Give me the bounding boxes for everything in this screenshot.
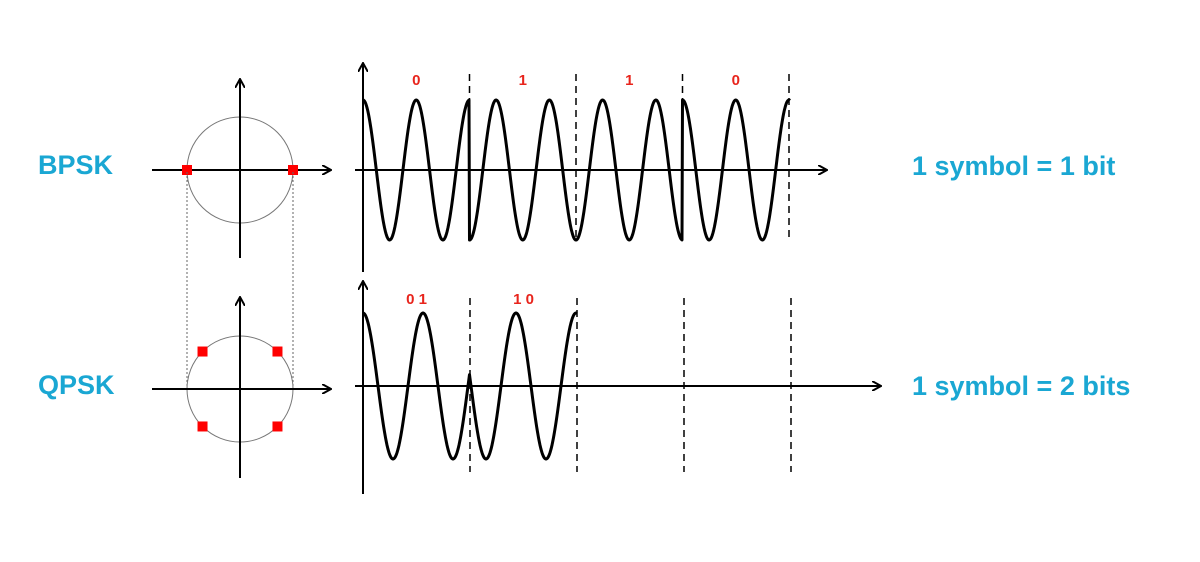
qpsk-constellation-point (272, 346, 283, 357)
qpsk-bit-label: 1 0 (513, 291, 534, 308)
bpsk-waveform (362, 98, 791, 242)
qpsk-description: 1 symbol = 2 bits (912, 371, 1131, 401)
qpsk-constellation-point (197, 346, 208, 357)
bpsk-description: 1 symbol = 1 bit (912, 151, 1116, 181)
bpsk-constellation-point (288, 165, 298, 175)
bpsk-bit-label: 1 (519, 72, 527, 89)
bpsk-label: BPSK (38, 150, 114, 180)
bpsk-constellation-point (182, 165, 192, 175)
qpsk-label: QPSK (38, 370, 115, 400)
qpsk-constellation (152, 298, 330, 478)
bpsk-waveform-plot: 0 1 1 0 (355, 64, 826, 272)
bpsk-bit-label: 1 (625, 72, 633, 89)
qpsk-constellation-point (272, 421, 283, 432)
bpsk-constellation (152, 80, 330, 258)
qpsk-waveform-plot: 0 1 1 0 (355, 282, 880, 494)
bpsk-bit-label: 0 (412, 72, 420, 89)
bpsk-bit-label: 0 (732, 72, 740, 89)
qpsk-constellation-point (197, 421, 208, 432)
qpsk-waveform (362, 311, 578, 461)
qpsk-bit-label: 0 1 (406, 291, 427, 308)
projection-guides (186, 172, 294, 388)
